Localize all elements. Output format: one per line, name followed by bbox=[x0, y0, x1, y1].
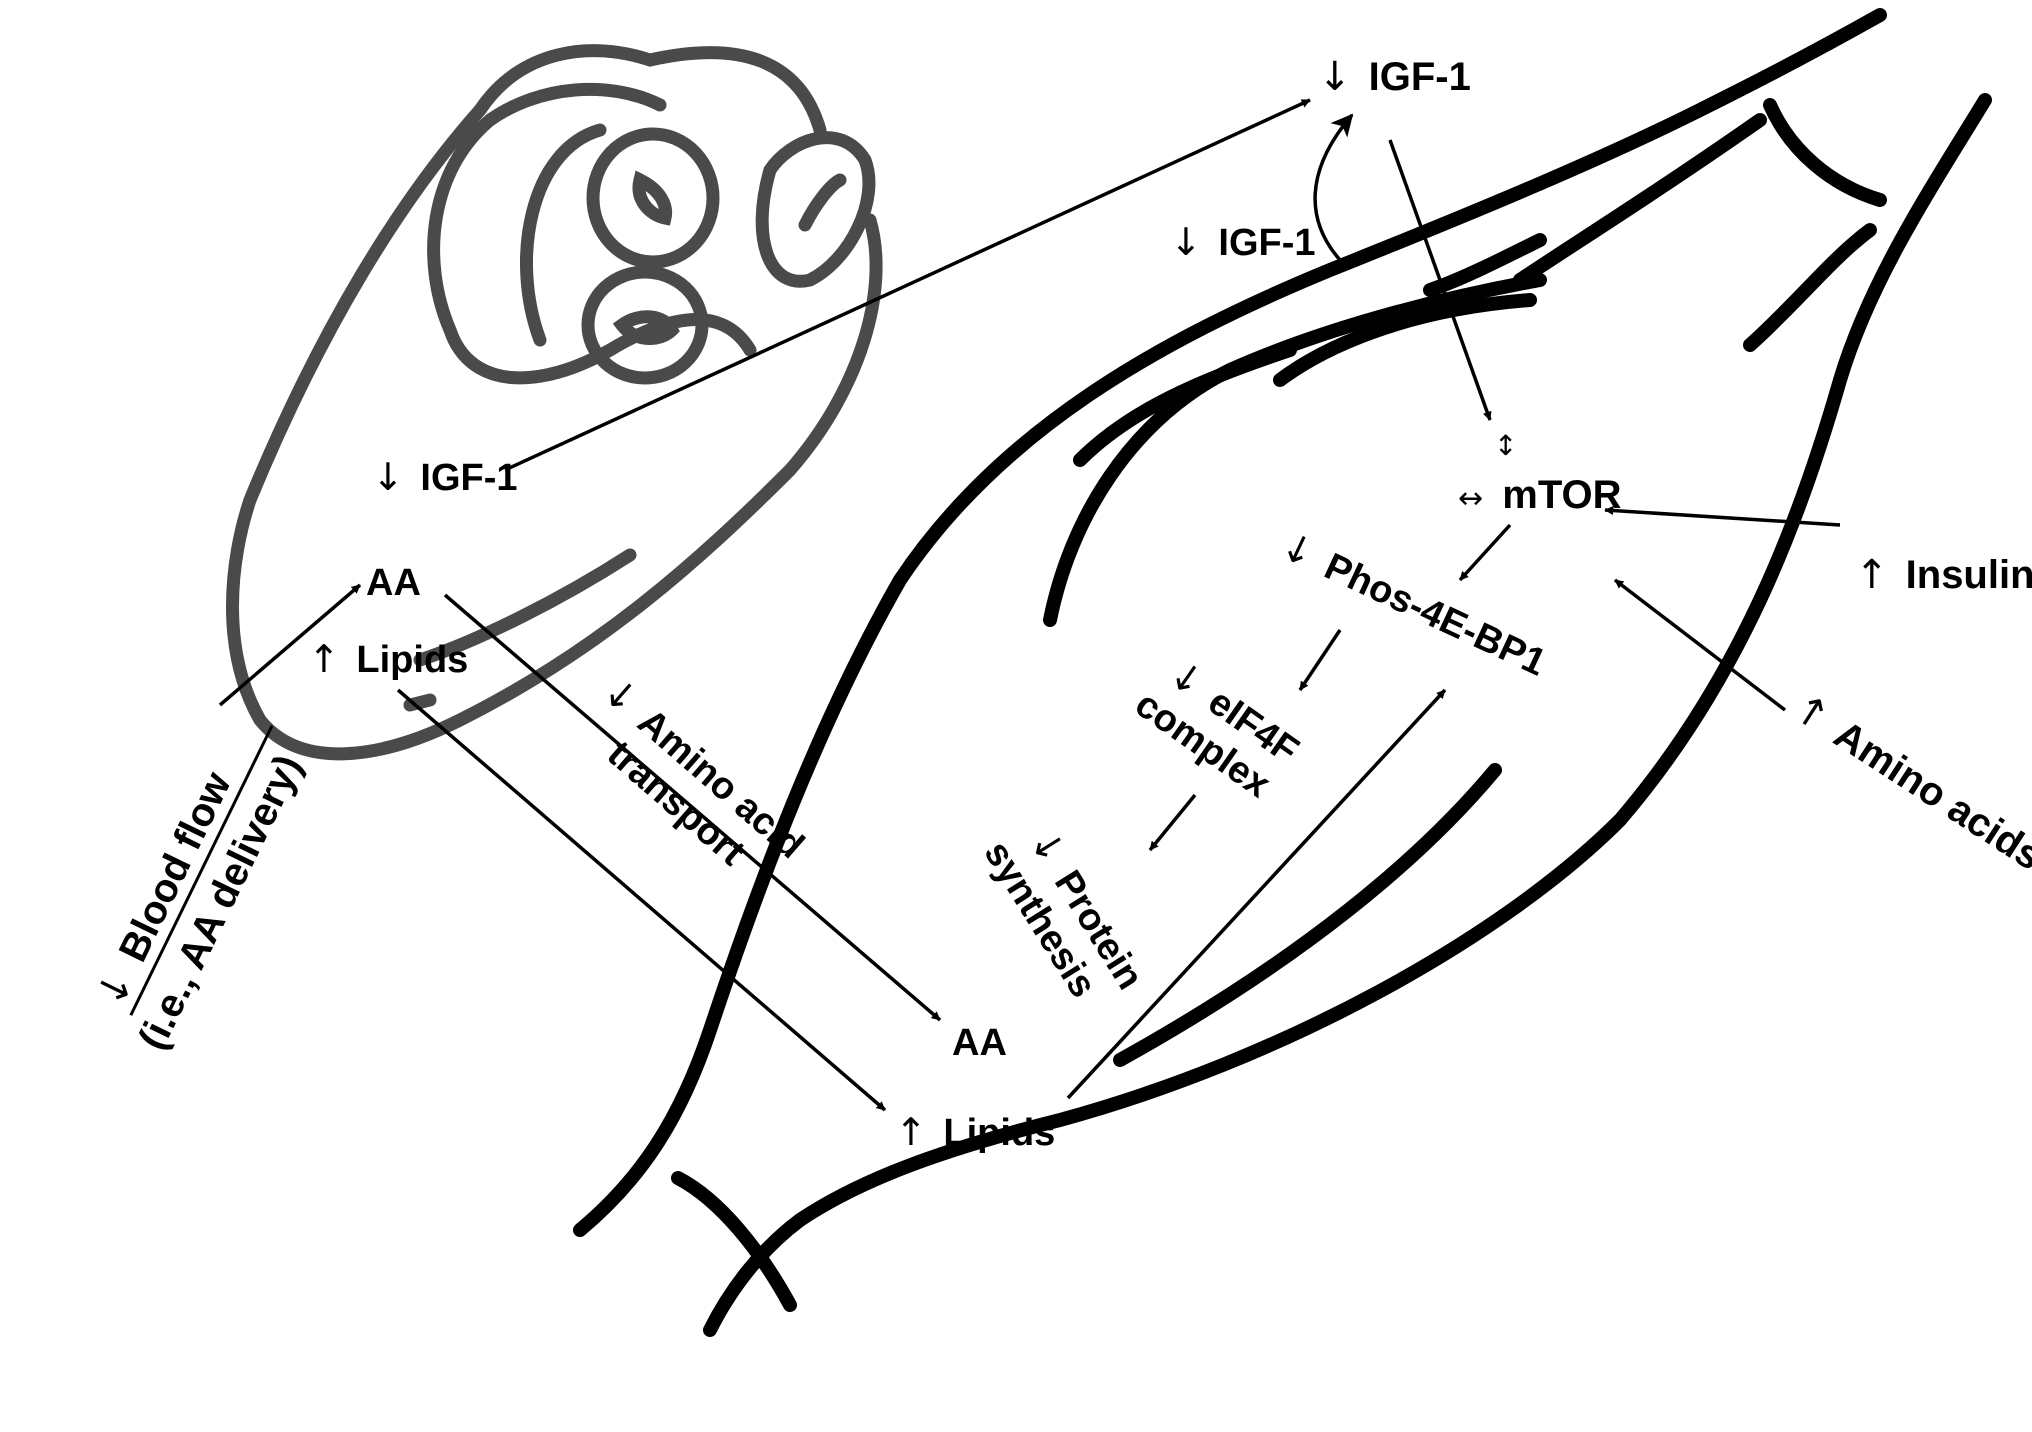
arrow-lipids-to-phos bbox=[1066, 688, 1447, 1100]
arrow-phos-to-eif4f bbox=[1298, 629, 1342, 691]
red-blood-cell-1 bbox=[586, 127, 720, 269]
red-blood-cell-3-center bbox=[798, 173, 847, 232]
muscle-tendon-line-1 bbox=[1743, 223, 1877, 352]
vessel-inner-ring bbox=[427, 82, 757, 385]
label-igf1-vessel: ↓ IGF-1 bbox=[372, 455, 518, 499]
blood-vessel-illustration bbox=[226, 44, 883, 761]
arrow-igf1-vessel-to-igf1-top bbox=[504, 98, 1311, 472]
label-aa-vessel: AA bbox=[366, 562, 421, 604]
label-igf1-top: ↓ IGF-1 bbox=[1318, 54, 1471, 100]
muscle-tendon-band-upper bbox=[1763, 98, 1887, 207]
arrow-mtor-to-phos bbox=[1458, 523, 1512, 582]
vessel-inner-ring-2 bbox=[520, 123, 607, 347]
label-insulin: ↑ Insulin bbox=[1855, 552, 2032, 598]
label-lipids-muscle: ↑ Lipids bbox=[895, 1110, 1055, 1154]
muscle-fiber-5 bbox=[1513, 113, 1767, 287]
red-blood-cell-3 bbox=[755, 131, 876, 288]
muscle-tendon-band-lower bbox=[671, 1171, 797, 1312]
arrow-lipids-vessel-to-lipids-muscle bbox=[396, 688, 887, 1112]
vessel-inner-stroke bbox=[413, 548, 637, 667]
label-aa-muscle: AA bbox=[952, 1022, 1007, 1064]
arrow-amino-acids-to-mtor bbox=[1613, 578, 1787, 712]
label-phos-4ebp1: ↓ Phos-4E-BP1 bbox=[1274, 523, 1553, 684]
label-igf1-loop: ↓ IGF-1 bbox=[1170, 220, 1316, 264]
svg-text:↑ Amino acids: ↑ Amino acids bbox=[1785, 685, 2032, 880]
label-blood-flow: ↓ Blood flow (i.e., AA delivery) bbox=[88, 725, 311, 1056]
label-mtor: ↔ mTOR bbox=[1458, 473, 1622, 517]
svg-text:↓ Phos-4E-BP1: ↓ Phos-4E-BP1 bbox=[1274, 523, 1553, 684]
muscle-fiber-4 bbox=[1113, 763, 1502, 1067]
muscle-outline-lower bbox=[703, 93, 1992, 1337]
label-amino-acids: ↑ Amino acids bbox=[1785, 685, 2032, 880]
label-lipids-vessel: ↑ Lipids bbox=[308, 637, 468, 681]
muscle-illustration bbox=[573, 8, 1992, 1337]
arrow-blood-flow-to-aa bbox=[218, 583, 362, 707]
red-blood-cell-1-center bbox=[632, 170, 673, 226]
label-protein-synthesis: ↓ Protein synthesis bbox=[976, 821, 1151, 1004]
red-blood-cell-2 bbox=[581, 265, 709, 385]
muscle-fiber-2 bbox=[1073, 343, 1297, 467]
arrow-igf1-top-to-mtor bbox=[1388, 139, 1492, 421]
muscle-outline-upper bbox=[573, 8, 1887, 1237]
arrows bbox=[218, 98, 1841, 1112]
muscle-fiber-3 bbox=[1273, 293, 1537, 387]
red-blood-cell-2-center bbox=[612, 310, 680, 345]
arrow-igf1-loop bbox=[1313, 113, 1354, 262]
vessel-outer-wall bbox=[226, 44, 883, 761]
arrow-aa-transport bbox=[443, 593, 942, 1022]
arrow-eif4f-to-protein bbox=[1148, 793, 1197, 852]
blood-flow-divider bbox=[129, 725, 274, 1016]
label-eif4f-complex: ↓ eIF4F complex bbox=[1127, 651, 1305, 806]
label-mtor-arrow-top: ↕ bbox=[1494, 429, 1517, 462]
arrow-insulin-to-mtor bbox=[1604, 506, 1841, 527]
